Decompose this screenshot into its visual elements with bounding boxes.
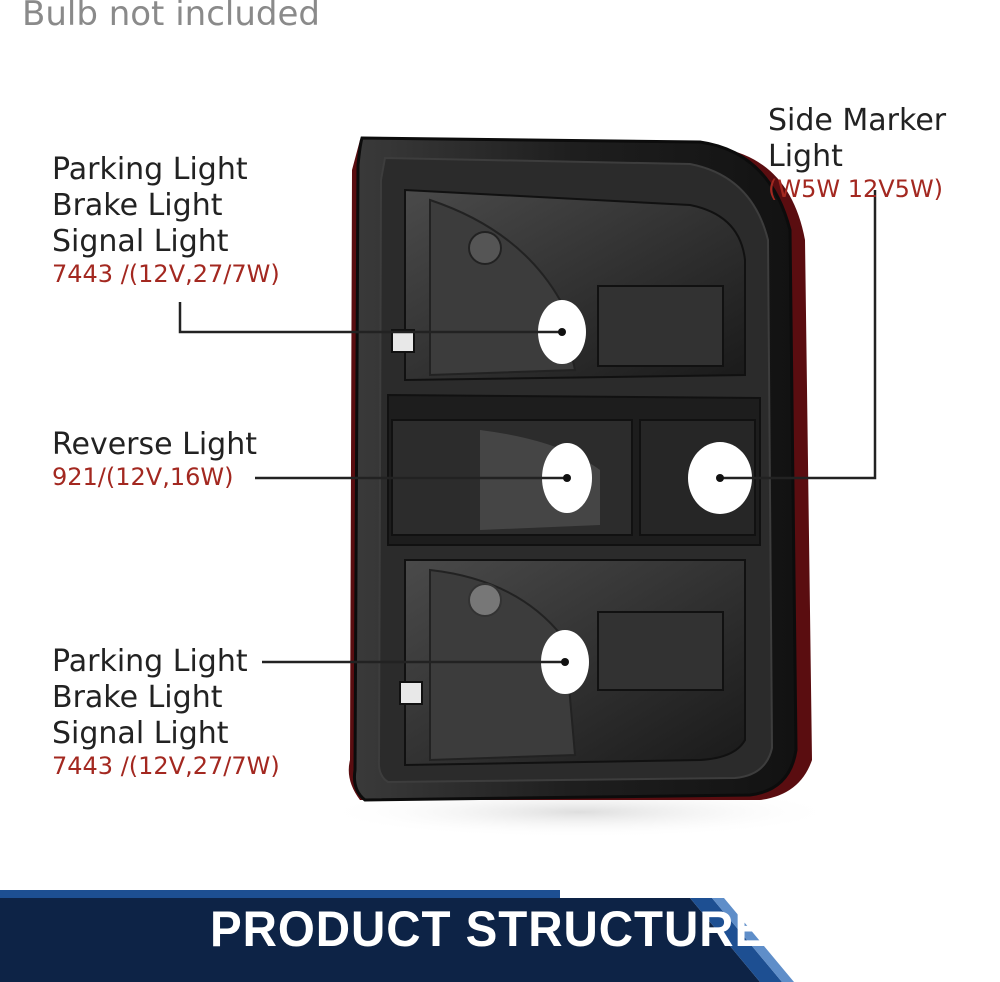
callout-top-line-3: Signal Light (52, 224, 229, 259)
callout-reverse-spec: 921/(12V,16W) (52, 463, 234, 491)
callout-reverse-line-1: Reverse Light (52, 427, 257, 462)
banner-accent-bar (0, 890, 560, 898)
callout-top-spec: 7443 /(12V,27/7W) (52, 260, 280, 288)
leader-lines (178, 190, 877, 664)
callout-reverse: Reverse Light 921/(12V,16W) (52, 427, 257, 491)
callout-side-marker-line-2: Light (768, 139, 843, 174)
callout-top: Parking Light Brake Light Signal Light 7… (52, 152, 280, 288)
callout-bottom-line-3: Signal Light (52, 716, 229, 751)
callout-side-marker: Side Marker Light (W5W 12V5W) (768, 103, 946, 203)
callout-bottom: Parking Light Brake Light Signal Light 7… (52, 644, 280, 780)
callout-top-line-1: Parking Light (52, 152, 248, 187)
callout-bottom-line-1: Parking Light (52, 644, 248, 679)
clip-bottom (399, 681, 423, 705)
product-structure-banner (0, 890, 1000, 982)
banner-blue-stripe (690, 898, 782, 982)
bulb-note: Bulb not included (22, 0, 320, 34)
banner-title: PRODUCT STRUCTURE (210, 901, 768, 957)
top-screw (468, 231, 502, 265)
bottom-connector (597, 611, 724, 691)
callout-side-marker-line-1: Side Marker (768, 103, 947, 138)
leader-dots (558, 328, 724, 666)
banner-light-stripe (712, 898, 794, 982)
top-connector (597, 285, 724, 367)
callout-side-marker-spec: (W5W 12V5W) (768, 175, 944, 203)
tail-light-back-view (178, 136, 877, 838)
callout-top-line-2: Brake Light (52, 188, 223, 223)
clip-top (391, 329, 415, 353)
bottom-screw (468, 583, 502, 617)
callout-bottom-line-2: Brake Light (52, 680, 223, 715)
banner-dark-band (0, 898, 760, 982)
callout-bottom-spec: 7443 /(12V,27/7W) (52, 752, 280, 780)
